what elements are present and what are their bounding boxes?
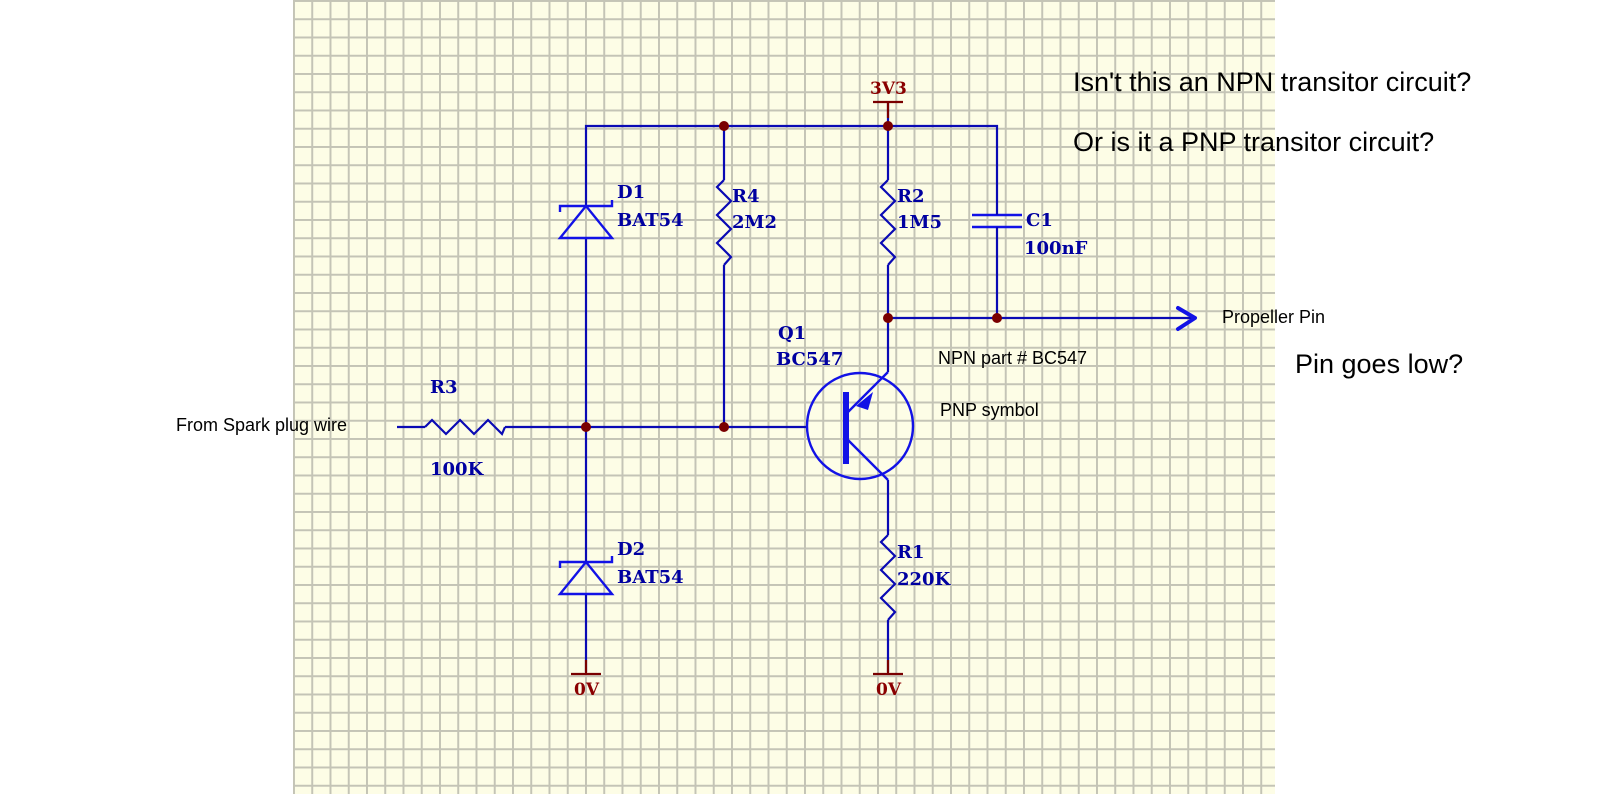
grid-paper-background	[293, 0, 1275, 794]
junction-dot	[883, 313, 893, 323]
r1-ref-label: R1	[897, 542, 924, 563]
diode-d2: D2 BAT54	[557, 539, 684, 596]
wires	[397, 102, 1195, 672]
capacitor-c1: C1 100nF	[972, 208, 1088, 259]
r3-ref-label: R3	[430, 377, 457, 398]
pnp-symbol-annotation: PNP symbol	[940, 400, 1039, 420]
r2-ref-label: R2	[897, 186, 924, 207]
resistor-r3: R3 100K	[424, 377, 507, 480]
transistor-q1-arrow	[856, 392, 873, 410]
d1-value-label: BAT54	[617, 210, 684, 231]
resistor-r4-zigzag	[715, 179, 733, 266]
d1-ref-label: D1	[617, 182, 645, 203]
resistor-r1-zigzag	[879, 534, 897, 621]
annotations: From Spark plug wire Propeller Pin NPN p…	[176, 67, 1471, 435]
resistor-r4: R4 2M2	[715, 179, 777, 266]
junction-dot	[883, 121, 893, 131]
question-npn: Isn't this an NPN transitor circuit?	[1073, 67, 1471, 97]
c1-value-label: 100nF	[1024, 238, 1088, 259]
output-arrow-icon	[1176, 306, 1197, 331]
d2-value-label: BAT54	[617, 567, 684, 588]
top-rail-wire	[584, 124, 999, 208]
ground-right-label: 0V	[876, 680, 902, 700]
diode-d1-triangle	[557, 204, 615, 240]
r4-value-label: 2M2	[732, 212, 777, 233]
ground-left-label: 0V	[574, 680, 600, 700]
diode-d2-triangle	[557, 560, 615, 596]
resistor-r2-zigzag	[879, 179, 897, 266]
diode-d1: D1 BAT54	[557, 182, 684, 240]
junction-dot	[719, 121, 729, 131]
npn-part-annotation: NPN part # BC547	[938, 348, 1087, 368]
r4-ref-label: R4	[732, 186, 759, 207]
r3-value-label: 100K	[430, 459, 485, 480]
d2-ref-label: D2	[617, 539, 645, 560]
power-symbols: 3V3 0V 0V	[571, 79, 907, 700]
resistor-r3-zigzag	[424, 418, 507, 436]
transistor-q1-body	[805, 371, 915, 481]
q1-value-label: BC547	[776, 349, 843, 370]
junction-dot	[719, 422, 729, 432]
c1-ref-label: C1	[1026, 210, 1053, 231]
junction-dot	[581, 422, 591, 432]
r2-value-label: 1M5	[897, 212, 942, 233]
question-pnp: Or is it a PNP transitor circuit?	[1073, 127, 1434, 157]
diode-d1-cathode	[558, 200, 614, 212]
junctions	[581, 121, 1002, 432]
input-annotation: From Spark plug wire	[176, 415, 347, 435]
resistor-r1: R1 220K	[879, 534, 952, 621]
transistor-q1: Q1 BC547	[776, 323, 915, 481]
junction-dot	[992, 313, 1002, 323]
supply-label: 3V3	[870, 79, 907, 99]
q1-ref-label: Q1	[778, 323, 806, 344]
output-annotation: Propeller Pin	[1222, 307, 1325, 327]
transistor-q1-emitter	[847, 439, 889, 481]
diode-d2-cathode	[558, 556, 614, 568]
transistor-q1-collector	[847, 371, 889, 413]
pin-low-question: Pin goes low?	[1295, 349, 1463, 379]
resistor-r2: R2 1M5	[879, 179, 942, 266]
r1-value-label: 220K	[897, 569, 952, 590]
